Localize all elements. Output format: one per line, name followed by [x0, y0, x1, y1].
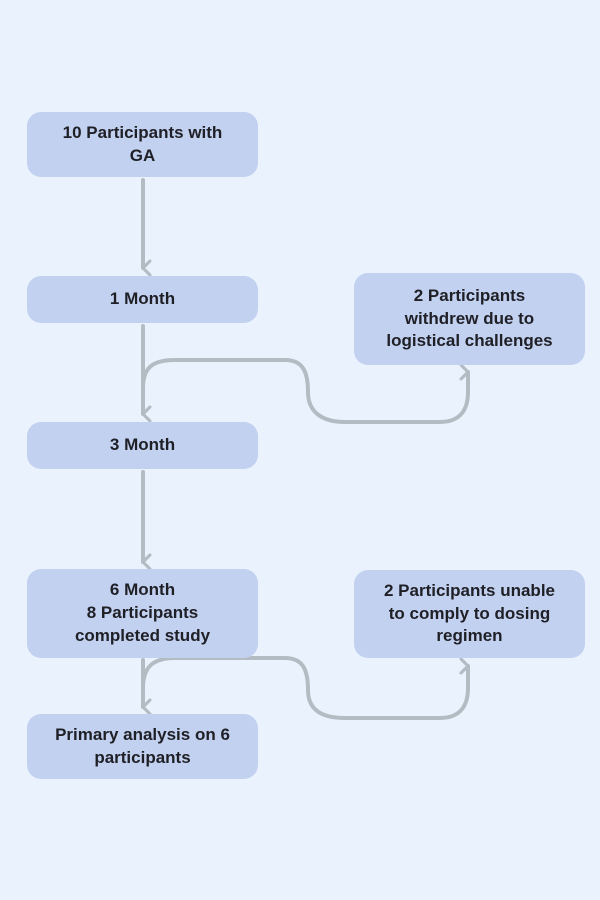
- node-withdrew: 2 Participants withdrew due to logistica…: [354, 273, 585, 365]
- node-unable-to-comply: 2 Participants unable to comply to dosin…: [354, 570, 585, 658]
- node-text-line: 2 Participants unable: [384, 580, 555, 600]
- node-6-month: 6 Month 8 Participants completed study: [27, 569, 258, 658]
- node-primary-analysis: Primary analysis on 6 participants: [27, 714, 258, 779]
- node-text-line: Primary analysis on 6: [55, 724, 230, 744]
- node-text-line: logistical challenges: [386, 331, 553, 351]
- node-text-line: 8 Participants: [86, 603, 199, 623]
- node-1-month: 1 Month: [27, 276, 258, 323]
- node-text-line: 6 Month: [109, 580, 176, 600]
- node-text-line: completed study: [74, 625, 211, 645]
- node-text-line: 2 Participants: [413, 285, 526, 305]
- node-text-line: withdrew due to: [404, 308, 535, 328]
- node-3-month: 3 Month: [27, 422, 258, 469]
- node-text-line: 3 Month: [109, 435, 176, 455]
- node-participants-with-ga: 10 Participants with GA: [27, 112, 258, 177]
- arrow-month6-to-unable: [141, 656, 470, 720]
- node-text-line: regimen: [436, 626, 503, 646]
- node-text-line: 10 Participants with: [62, 122, 223, 142]
- node-text-line: 1 Month: [109, 289, 176, 309]
- node-text-line: participants: [94, 747, 191, 767]
- arrow-month1-to-withdrew: [141, 358, 470, 424]
- node-text-line: GA: [129, 145, 156, 165]
- node-text-line: to comply to dosing: [388, 603, 551, 623]
